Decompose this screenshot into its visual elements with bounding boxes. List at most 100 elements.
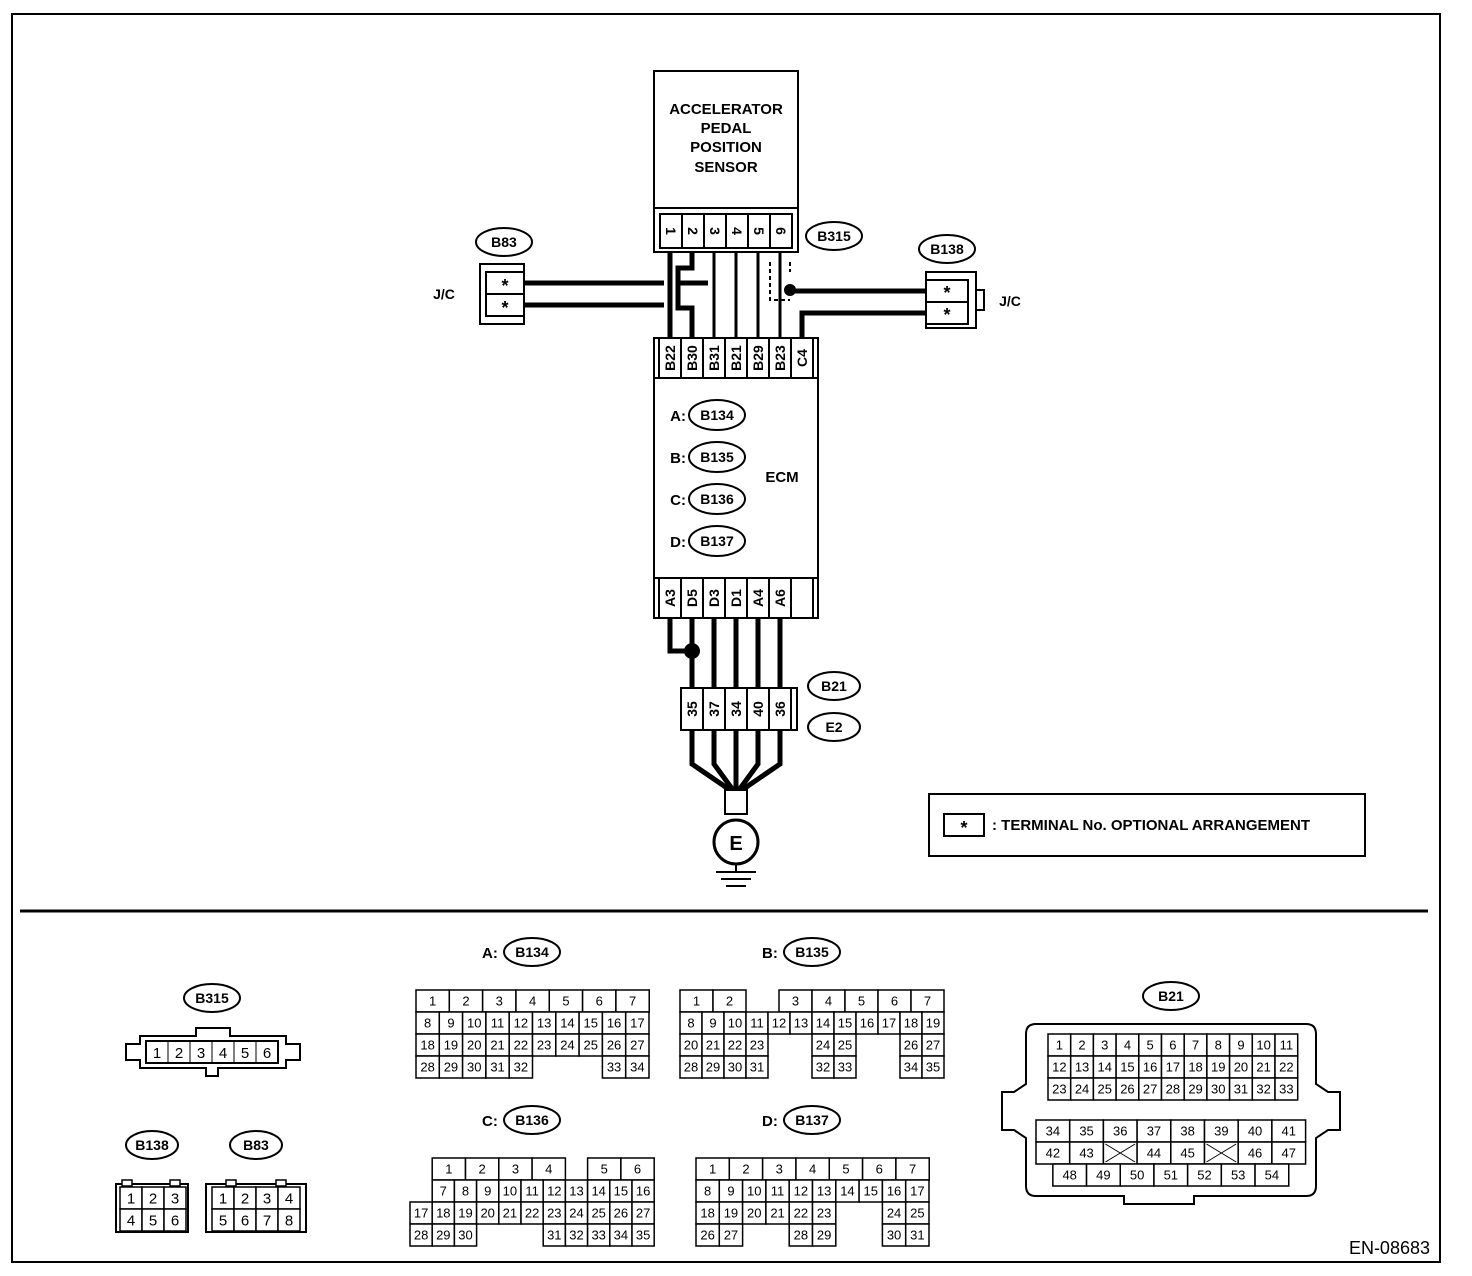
view-b138-cell (163, 1208, 187, 1232)
view-c-pin: 20 (480, 1206, 494, 1221)
view-c-pin: 11 (525, 1184, 539, 1199)
ecm-top-terminal-label: B23 (772, 345, 788, 371)
b83-pin-1: * (501, 276, 508, 296)
view-c-pin: 8 (462, 1184, 469, 1199)
view-d-pin: 28 (794, 1228, 808, 1243)
view-c-pin: 25 (591, 1206, 605, 1221)
view-c-pin: 18 (436, 1206, 450, 1221)
view-b138-pin: 1 (127, 1190, 135, 1207)
ground-label: E (729, 833, 742, 855)
view-b21-pin: 7 (1192, 1038, 1199, 1053)
legend-text: : TERMINAL No. OPTIONAL ARRANGEMENT (992, 817, 1310, 834)
view-a-pin: 24 (560, 1038, 574, 1053)
view-b21-pin: 18 (1188, 1060, 1202, 1075)
view-d-pin: 25 (910, 1206, 924, 1221)
view-a-pin: 17 (630, 1016, 644, 1031)
view-b21-pin: 25 (1098, 1082, 1112, 1097)
view-a-pin: 26 (607, 1038, 621, 1053)
sensor-ecm-wires (667, 252, 782, 338)
view-c-pin: 31 (547, 1228, 561, 1243)
view-d-prefix: D: (762, 1113, 778, 1130)
view-a-pin: 31 (490, 1060, 504, 1075)
joint-pin-label: 34 (728, 701, 744, 717)
ecm-connector-id: B136 (700, 491, 734, 507)
b315-connector-tag: B315 (805, 221, 863, 251)
view-b21-pin: 9 (1237, 1038, 1244, 1053)
view-c-cell (631, 1223, 655, 1247)
view-b-pin: 7 (924, 994, 931, 1009)
view-c-pin: 22 (525, 1206, 539, 1221)
view-c-pin: 29 (436, 1228, 450, 1243)
ecm-top-terminal-label: B22 (662, 345, 678, 371)
view-b-pin: 26 (904, 1038, 918, 1053)
view-b21-pin: 53 (1231, 1168, 1245, 1183)
legend-box: * : TERMINAL No. OPTIONAL ARRANGEMENT (928, 793, 1366, 857)
sensor-pin-cell (769, 213, 793, 249)
view-d-pin: 13 (817, 1184, 831, 1199)
ecm-bottom-terminal-cell (790, 577, 814, 619)
view-b-pin: 29 (706, 1060, 720, 1075)
view-b21-pin: 1 (1056, 1038, 1063, 1053)
view-c-pin: 21 (503, 1206, 517, 1221)
view-a-pin: 5 (562, 994, 569, 1009)
view-a-pin: 20 (467, 1038, 481, 1053)
view-c-pin: 3 (512, 1162, 519, 1177)
view-c-pin: 26 (614, 1206, 628, 1221)
view-b-pin: 2 (726, 994, 733, 1009)
view-b-pin: 1 (693, 994, 700, 1009)
view-b-pin: 32 (816, 1060, 830, 1075)
view-d-pin: 31 (910, 1228, 924, 1243)
view-d-pin: 14 (840, 1184, 854, 1199)
view-a-pin: 11 (491, 1016, 505, 1031)
view-c-pin: 15 (614, 1184, 628, 1199)
view-d-pin: 29 (817, 1228, 831, 1243)
view-b-pin: 10 (728, 1016, 742, 1031)
view-d-pin: 6 (876, 1162, 883, 1177)
sensor-title-line-4: SENSOR (694, 159, 758, 176)
view-b21-pin: 4 (1124, 1038, 1131, 1053)
view-b-pin: 18 (904, 1016, 918, 1031)
e2-tag-label: E2 (825, 719, 842, 735)
view-b21-pin: 23 (1052, 1082, 1066, 1097)
view-b-prefix: B: (762, 945, 778, 962)
view-d-pin: 24 (887, 1206, 901, 1221)
b138-pin-2: * (943, 305, 950, 325)
view-b21-cell (1274, 1077, 1299, 1101)
view-c-pin: 14 (591, 1184, 605, 1199)
view-a-tag: B134 (515, 944, 549, 960)
ecm-bottom-terminal-label: D5 (684, 589, 700, 607)
view-c-pin: 10 (503, 1184, 517, 1199)
view-d-pin: 8 (704, 1184, 711, 1199)
jc-left-label: J/C (433, 286, 455, 302)
view-b-pin: 15 (838, 1016, 852, 1031)
view-b-pin: 22 (728, 1038, 742, 1053)
view-a-pin: 29 (444, 1060, 458, 1075)
view-b315-pin: 5 (241, 1045, 249, 1062)
view-c-pin: 5 (601, 1162, 608, 1177)
view-b21-pin: 36 (1113, 1124, 1127, 1139)
view-b-pin: 35 (926, 1060, 940, 1075)
view-b-pin: 21 (706, 1038, 720, 1053)
view-b21-pin: 10 (1256, 1038, 1270, 1053)
view-b21-pin: 15 (1120, 1060, 1134, 1075)
view-a-pin: 22 (514, 1038, 528, 1053)
view-a-pin: 15 (584, 1016, 598, 1031)
view-b21-tag: B21 (1158, 988, 1184, 1004)
view-d-pin: 17 (910, 1184, 924, 1199)
view-a-pin: 30 (467, 1060, 481, 1075)
view-c-pin: 17 (414, 1206, 428, 1221)
view-b21-pin: 47 (1282, 1146, 1296, 1161)
ecm-bottom-terminal-label: A6 (772, 589, 788, 607)
view-b21-pin: 48 (1062, 1168, 1076, 1183)
view-a-pin: 13 (537, 1016, 551, 1031)
view-d-pin: 21 (770, 1206, 784, 1221)
view-c-pin: 13 (569, 1184, 583, 1199)
view-b-pin: 25 (838, 1038, 852, 1053)
joint-ground-wires (689, 730, 783, 793)
view-b138-pin: 5 (149, 1212, 157, 1229)
ecm-connector-tag (688, 525, 746, 557)
